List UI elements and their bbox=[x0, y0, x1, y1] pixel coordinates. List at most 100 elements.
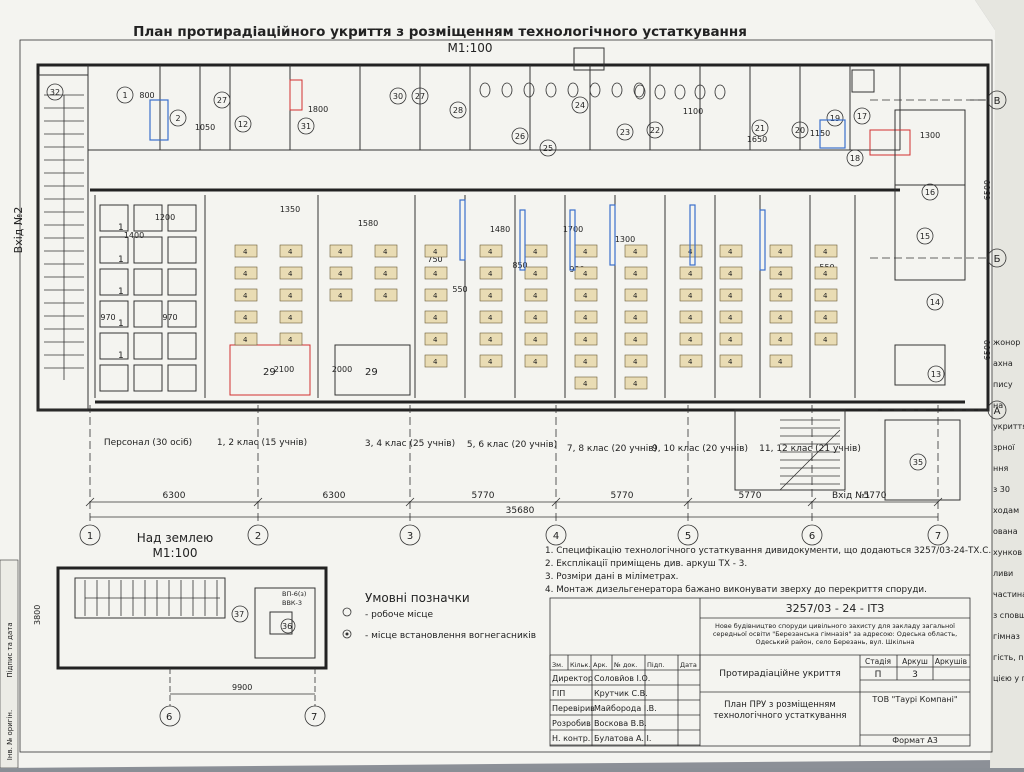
desk-number: 4 bbox=[488, 358, 493, 366]
desk bbox=[479, 288, 503, 302]
desk-number: 4 bbox=[633, 314, 638, 322]
axis-label: 2 bbox=[255, 531, 261, 542]
stamp-name: Булатова А. І. bbox=[594, 734, 651, 743]
axis-marker bbox=[399, 524, 421, 546]
desk bbox=[574, 288, 598, 302]
desk-number: 4 bbox=[778, 314, 783, 322]
stamp-stage-header: Стадія bbox=[865, 657, 891, 666]
desk bbox=[479, 354, 503, 368]
dimension-label: 1200 bbox=[155, 213, 175, 222]
desk bbox=[769, 288, 793, 302]
desk-number: 4 bbox=[778, 292, 783, 300]
room-number: 29 bbox=[365, 367, 378, 378]
room-number: 2 bbox=[175, 114, 180, 123]
desk bbox=[624, 332, 648, 346]
adjacent-text-fragment: ння bbox=[993, 464, 1008, 473]
margin-inventory-number: Інв. № оригін. bbox=[6, 710, 14, 760]
total-dim: 35680 bbox=[506, 506, 535, 516]
desk-number: 4 bbox=[433, 358, 438, 366]
desk bbox=[329, 266, 353, 280]
desk bbox=[814, 244, 838, 258]
desk-number: 4 bbox=[583, 314, 588, 322]
adjacent-text-fragment: укриття bbox=[993, 422, 1024, 431]
desk-number: 4 bbox=[338, 292, 343, 300]
desk bbox=[769, 354, 793, 368]
stamp-name: Майборода І.В. bbox=[594, 704, 657, 713]
room-number-marker bbox=[571, 96, 589, 114]
desk bbox=[719, 354, 743, 368]
room-number: 1 bbox=[122, 91, 127, 100]
stamp-name: Крутчик С.В. bbox=[594, 689, 648, 698]
desk bbox=[679, 266, 703, 280]
desk bbox=[424, 266, 448, 280]
above-ground-title: Над землею bbox=[137, 531, 213, 545]
desk-number: 4 bbox=[533, 314, 538, 322]
desk-number: 4 bbox=[688, 336, 693, 344]
axis-label: В bbox=[994, 96, 1001, 107]
axis-marker bbox=[677, 524, 699, 546]
desk-number: 4 bbox=[488, 292, 493, 300]
room-number-marker bbox=[916, 227, 934, 245]
desk bbox=[479, 266, 503, 280]
dimension-label: 1300 bbox=[615, 235, 635, 244]
entrance-2-label: Вхід №2 bbox=[12, 207, 25, 254]
desk-number: 4 bbox=[728, 248, 733, 256]
room-number: 21 bbox=[755, 124, 765, 133]
stamp-code: 3257/03 - 24 - ІТЗ bbox=[786, 602, 885, 615]
adjacent-text-fragment: цією у по bbox=[993, 674, 1024, 683]
desk-number: 4 bbox=[633, 270, 638, 278]
desk bbox=[329, 244, 353, 258]
room-number: 31 bbox=[301, 122, 311, 131]
adjacent-text-fragment: з сповщ bbox=[993, 611, 1024, 620]
desk-number: 4 bbox=[383, 270, 388, 278]
bed-number: 1 bbox=[118, 223, 124, 233]
adjacent-text-fragment: хунков bbox=[993, 548, 1022, 557]
desk bbox=[374, 288, 398, 302]
adjacent-text-fragment: частина bbox=[993, 590, 1024, 599]
desk bbox=[279, 332, 303, 346]
stamp-format: Формат А3 bbox=[892, 736, 938, 745]
desk-number: 4 bbox=[778, 248, 783, 256]
desk bbox=[234, 332, 258, 346]
adjacent-text-fragment: пису bbox=[993, 380, 1013, 389]
stamp-header-col: Зм. bbox=[552, 661, 563, 669]
stamp-role: ГІП bbox=[552, 689, 565, 698]
desk bbox=[234, 266, 258, 280]
desk-number: 4 bbox=[433, 336, 438, 344]
bed-number: 1 bbox=[118, 255, 124, 265]
room-number: 19 bbox=[830, 114, 840, 123]
desk-number: 4 bbox=[533, 336, 538, 344]
desk bbox=[279, 288, 303, 302]
desk bbox=[679, 354, 703, 368]
desk-number: 4 bbox=[338, 248, 343, 256]
axis-label: 3 bbox=[407, 531, 413, 542]
desk bbox=[524, 332, 548, 346]
margin-signature-date: Підпис та дата bbox=[6, 622, 14, 677]
desk-number: 4 bbox=[823, 314, 828, 322]
desk-number: 4 bbox=[488, 336, 493, 344]
room-number-marker bbox=[846, 149, 864, 167]
workplace-symbol-icon bbox=[342, 607, 352, 617]
room-number-marker bbox=[169, 109, 187, 127]
class-label: 9, 10 клас (20 учнів) bbox=[652, 444, 748, 454]
stamp-role: Розробив bbox=[552, 719, 591, 728]
axis-span-dim: 5770 bbox=[611, 491, 634, 501]
room-number: 27 bbox=[217, 96, 227, 105]
title-block: 3257/03 - 24 - ІТЗ Нове будівництво спор… bbox=[549, 597, 971, 747]
stamp-header-col: Арк. bbox=[593, 661, 608, 669]
room-number-marker bbox=[297, 117, 315, 135]
room-number: 35 bbox=[913, 458, 923, 467]
dimension-label: 750 bbox=[427, 255, 442, 264]
axis-marker bbox=[927, 524, 949, 546]
stamp-header-col: Кільк. bbox=[570, 661, 590, 669]
stamp-project: Нове будівництво споруди цивільного захи… bbox=[713, 622, 957, 646]
class-label: 1, 2 клас (15 учнів) bbox=[217, 438, 307, 448]
room-number-marker bbox=[411, 87, 429, 105]
desk bbox=[624, 266, 648, 280]
desk bbox=[624, 354, 648, 368]
desk bbox=[574, 266, 598, 280]
desk bbox=[679, 244, 703, 258]
desk-number: 4 bbox=[583, 248, 588, 256]
stamp-name: Воскова В.В. bbox=[594, 719, 647, 728]
room-29-left bbox=[229, 344, 311, 396]
